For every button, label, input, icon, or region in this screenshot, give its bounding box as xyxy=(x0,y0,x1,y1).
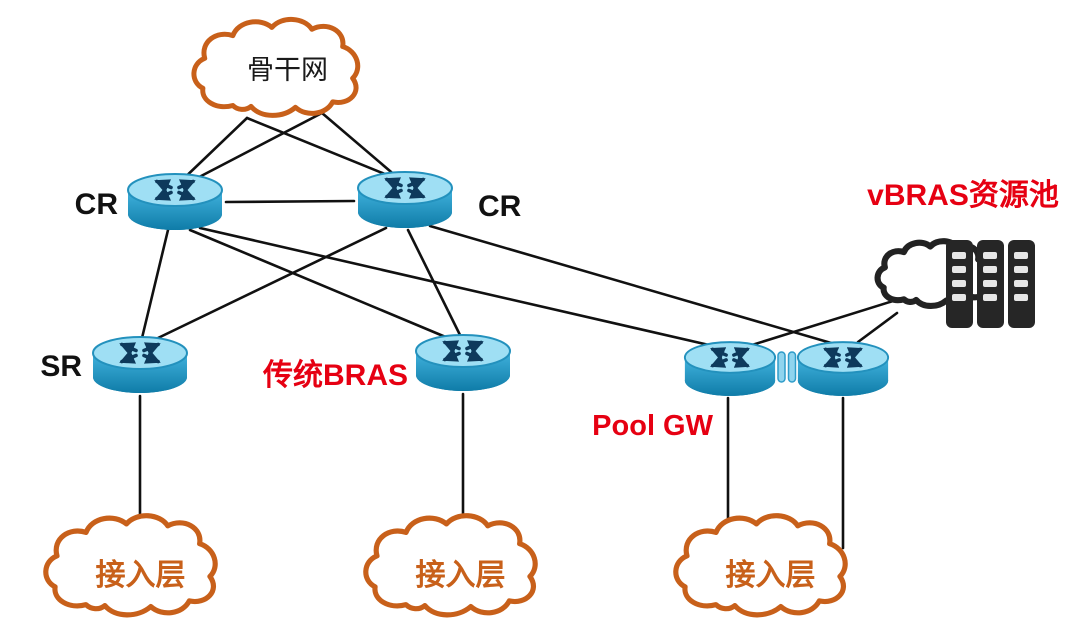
sr-label: SR xyxy=(40,350,82,383)
edge-line xyxy=(428,224,840,347)
sr-router-icon xyxy=(93,337,187,393)
access-cloud-right-label: 接入层 xyxy=(725,559,816,592)
link-aggregation-icon xyxy=(777,351,797,383)
pool-gw-left-router-icon xyxy=(685,342,775,396)
access-cloud-left-label: 接入层 xyxy=(95,559,186,592)
edge-line xyxy=(178,111,324,189)
server-rack-icon xyxy=(946,240,1035,328)
edge-line xyxy=(188,228,450,340)
edge-line xyxy=(224,199,356,204)
pool-gw-label: Pool GW xyxy=(592,410,713,442)
access-cloud-middle-label: 接入层 xyxy=(415,559,506,592)
cr-right-label: CR xyxy=(478,190,522,223)
cr-left-router-icon xyxy=(128,174,222,230)
legacy-bras-label: 传统BRAS xyxy=(262,359,408,392)
legacy-bras-router-icon xyxy=(416,335,510,391)
edge-line xyxy=(140,228,170,340)
pool-gw-right-router-icon xyxy=(798,342,888,396)
edge-line xyxy=(245,116,404,183)
edge-line xyxy=(856,311,899,344)
edge-line xyxy=(176,116,249,186)
cr-right-router-icon xyxy=(358,172,452,228)
edge-line xyxy=(750,299,895,347)
vbras-pool-label: vBRAS资源池 xyxy=(867,179,1059,212)
connection-lines xyxy=(138,111,899,550)
cr-left-label: CR xyxy=(74,188,118,221)
backbone-cloud-label: 骨干网 xyxy=(247,55,328,85)
edge-line xyxy=(198,226,724,350)
edge-line xyxy=(156,226,388,340)
edge-line xyxy=(320,111,406,185)
